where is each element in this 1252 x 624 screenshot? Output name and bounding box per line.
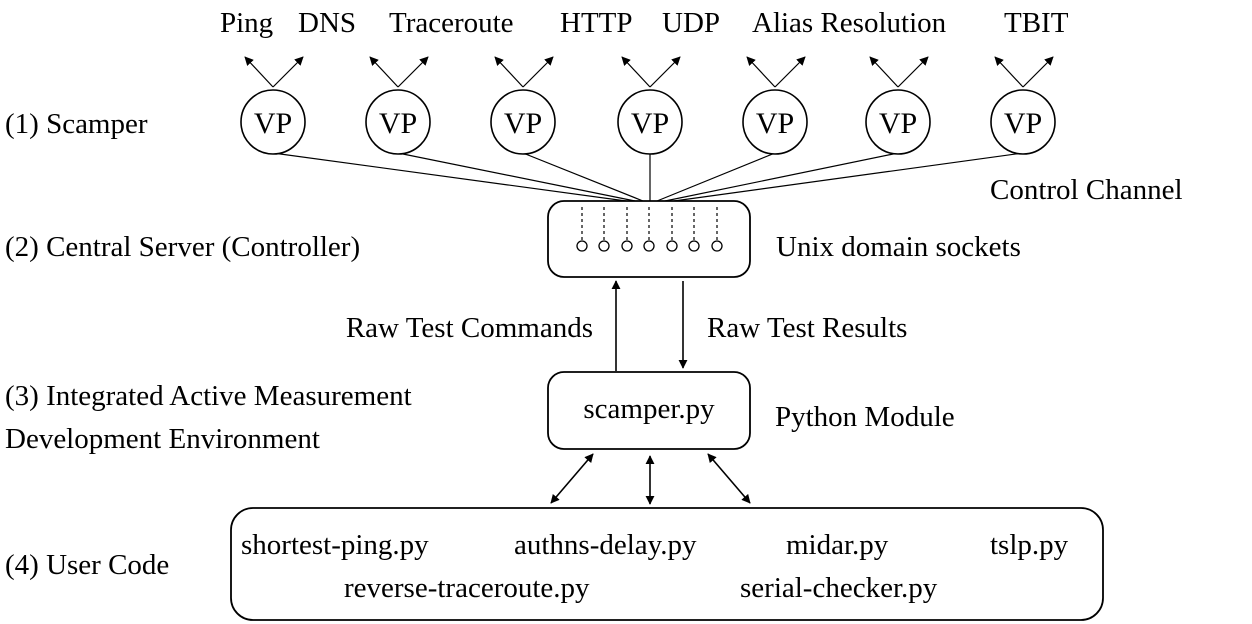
- vantage-point-3: VP: [490, 89, 556, 155]
- measurement-label-ping: Ping: [220, 7, 273, 39]
- script-reverse-traceroute: reverse-traceroute.py: [344, 572, 590, 604]
- socket-icon: [666, 240, 678, 252]
- script-authns-delay: authns-delay.py: [514, 529, 697, 561]
- socket-icon: [598, 240, 610, 252]
- vantage-point-2: VP: [365, 89, 431, 155]
- layer-label-central-server: (2) Central Server (Controller): [5, 231, 360, 263]
- layer-label-iamde-line1: (3) Integrated Active Measurement: [5, 380, 412, 412]
- scamper-py-label: scamper.py: [583, 393, 715, 425]
- probe-arrows: [244, 56, 1054, 88]
- script-serial-checker: serial-checker.py: [740, 572, 938, 604]
- control-channel-label: Control Channel: [990, 174, 1183, 206]
- socket-icon: [576, 240, 588, 252]
- vp-label: VP: [756, 107, 794, 140]
- layer-label-user-code: (4) User Code: [5, 549, 169, 581]
- unix-sockets-label: Unix domain sockets: [776, 231, 1021, 263]
- vp-label: VP: [1004, 107, 1042, 140]
- vp-label: VP: [254, 107, 292, 140]
- layer-label-iamde-line2: Development Environment: [5, 423, 320, 455]
- measurement-label-dns: DNS: [298, 7, 356, 39]
- raw-results-label: Raw Test Results: [707, 312, 907, 344]
- socket-icon: [621, 240, 633, 252]
- script-shortest-ping: shortest-ping.py: [241, 529, 429, 561]
- measurement-label-alias-resolution: Alias Resolution: [752, 7, 947, 39]
- script-tslp: tslp.py: [990, 529, 1069, 561]
- vantage-point-6: VP: [865, 89, 931, 155]
- socket-icon: [688, 240, 700, 252]
- user-code-box: shortest-ping.py authns-delay.py midar.p…: [230, 507, 1104, 621]
- python-module-label: Python Module: [775, 401, 955, 433]
- vantage-point-5: VP: [742, 89, 808, 155]
- scamper-py-box: scamper.py: [547, 371, 751, 450]
- script-midar: midar.py: [786, 529, 889, 561]
- vantage-point-1: VP: [240, 89, 306, 155]
- measurement-label-http: HTTP: [560, 7, 633, 39]
- measurement-label-traceroute: Traceroute: [389, 7, 514, 39]
- measurement-label-tbit: TBIT: [1004, 7, 1069, 39]
- layer-label-scamper: (1) Scamper: [5, 108, 148, 140]
- raw-commands-label: Raw Test Commands: [346, 312, 593, 344]
- measurement-label-udp: UDP: [662, 7, 720, 39]
- vp-label: VP: [631, 107, 669, 140]
- socket-icon: [643, 240, 655, 252]
- socket-icon: [711, 240, 723, 252]
- vp-label: VP: [879, 107, 917, 140]
- vp-label: VP: [379, 107, 417, 140]
- module-user-arrows: [550, 453, 751, 505]
- central-server-box: [547, 200, 751, 278]
- control-channel-lines: [272, 152, 1024, 202]
- vantage-point-4: VP: [617, 89, 683, 155]
- vantage-point-7: VP: [990, 89, 1056, 155]
- vp-label: VP: [504, 107, 542, 140]
